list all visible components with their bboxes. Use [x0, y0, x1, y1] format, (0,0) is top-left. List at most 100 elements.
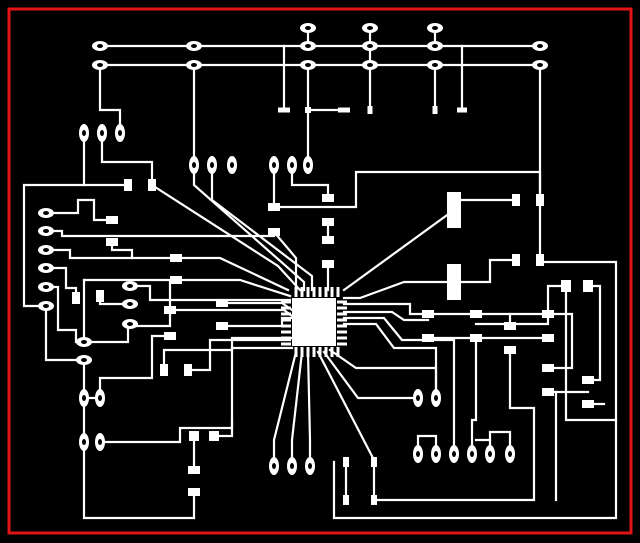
smd-pad-icon: [281, 318, 291, 322]
via-pad-icon: [362, 23, 378, 33]
via-pad-icon: [287, 156, 297, 174]
via-pad-icon: [97, 124, 107, 142]
smd-pad-icon: [542, 310, 554, 318]
smd-pad-icon: [470, 334, 482, 342]
smd-pad-icon: [337, 324, 347, 328]
smd-pad-icon: [312, 347, 316, 357]
smd-pad-icon: [216, 322, 228, 330]
via-pad-icon: [115, 124, 125, 142]
smd-pad-icon: [164, 332, 176, 340]
via-pad-icon: [79, 124, 89, 142]
trace: [212, 418, 234, 438]
trace: [342, 310, 430, 322]
via-pad-icon: [427, 41, 443, 51]
trace-layer: [22, 26, 618, 520]
via-pad-icon: [122, 299, 138, 309]
trace: [162, 336, 294, 372]
via-pad-icon: [269, 156, 279, 174]
smd-pad-icon: [281, 336, 291, 340]
ic-package-icon: [292, 298, 336, 346]
trace: [44, 266, 78, 300]
smd-pad-icon: [470, 310, 482, 318]
trace: [44, 198, 114, 222]
trace: [546, 312, 574, 370]
trace: [22, 131, 86, 308]
smd-pad-icon: [188, 488, 200, 496]
trace: [290, 163, 330, 200]
trace: [192, 163, 306, 292]
smd-pad-icon: [96, 290, 104, 302]
via-pad-icon: [362, 60, 378, 70]
via-pad-icon: [532, 41, 548, 51]
trace: [44, 229, 276, 238]
via-pad-icon: [92, 41, 108, 51]
trace: [272, 230, 298, 292]
smd-pad-icon: [542, 334, 554, 342]
smd-pad-icon: [322, 260, 334, 268]
via-pad-icon: [122, 281, 138, 291]
trace: [372, 348, 536, 502]
smd-pad-icon: [281, 330, 291, 334]
via-pad-icon: [95, 389, 105, 407]
trace: [342, 208, 456, 292]
smd-pad-icon: [337, 312, 347, 316]
smd-pad-icon: [278, 107, 290, 113]
trace: [174, 256, 290, 292]
smd-pad-icon: [216, 299, 228, 307]
smd-pad-icon: [512, 254, 520, 266]
trace: [342, 280, 456, 300]
trace: [470, 336, 478, 456]
smd-pad-icon: [447, 192, 461, 228]
via-pad-icon: [287, 457, 297, 475]
smd-pad-icon: [337, 300, 347, 304]
smd-pad-icon: [124, 179, 132, 191]
smd-pad-icon: [312, 287, 316, 297]
smd-pad-icon: [318, 287, 322, 297]
trace: [174, 278, 292, 298]
trace: [290, 350, 304, 468]
smd-pad-icon: [504, 322, 516, 330]
via-pad-icon: [485, 445, 495, 463]
smd-pad-icon: [106, 238, 118, 246]
via-pad-icon: [38, 301, 54, 311]
smd-pad-icon: [294, 347, 298, 357]
smd-pad-icon: [184, 364, 192, 376]
trace: [306, 350, 312, 468]
via-pad-icon: [122, 319, 138, 329]
via-pad-icon: [92, 60, 108, 70]
smd-pad-icon: [582, 376, 594, 384]
smd-pad-icon: [170, 254, 182, 262]
smd-pad-icon: [343, 495, 349, 505]
smd-pad-icon: [367, 106, 373, 114]
smd-pad-icon: [148, 179, 156, 191]
via-pad-icon: [431, 445, 441, 463]
board-outline: [7, 7, 633, 535]
trace: [100, 131, 154, 187]
via-pad-icon: [189, 156, 199, 174]
via-pad-icon: [305, 457, 315, 475]
via-pad-icon: [269, 457, 279, 475]
trace: [564, 284, 618, 422]
trace: [82, 324, 130, 344]
smd-pad-icon: [422, 334, 434, 342]
via-pad-icon: [449, 445, 459, 463]
smd-pad-icon: [300, 347, 304, 357]
smd-pad-icon: [189, 431, 199, 441]
smd-pad-icon: [281, 312, 291, 316]
via-pad-icon: [79, 389, 89, 407]
smd-pad-icon: [536, 194, 544, 206]
trace: [150, 183, 302, 292]
via-pad-icon: [38, 245, 54, 255]
trace: [452, 258, 518, 284]
pad-layer: [38, 23, 594, 505]
trace: [44, 304, 86, 362]
smd-pad-icon: [422, 310, 434, 318]
via-pad-icon: [427, 60, 443, 70]
smd-pad-icon: [305, 107, 311, 113]
smd-pad-icon: [371, 457, 377, 467]
trace: [82, 358, 196, 520]
trace: [342, 316, 456, 456]
smd-pad-icon: [337, 318, 347, 322]
smd-pad-icon: [106, 216, 118, 224]
via-pad-icon: [532, 60, 548, 70]
